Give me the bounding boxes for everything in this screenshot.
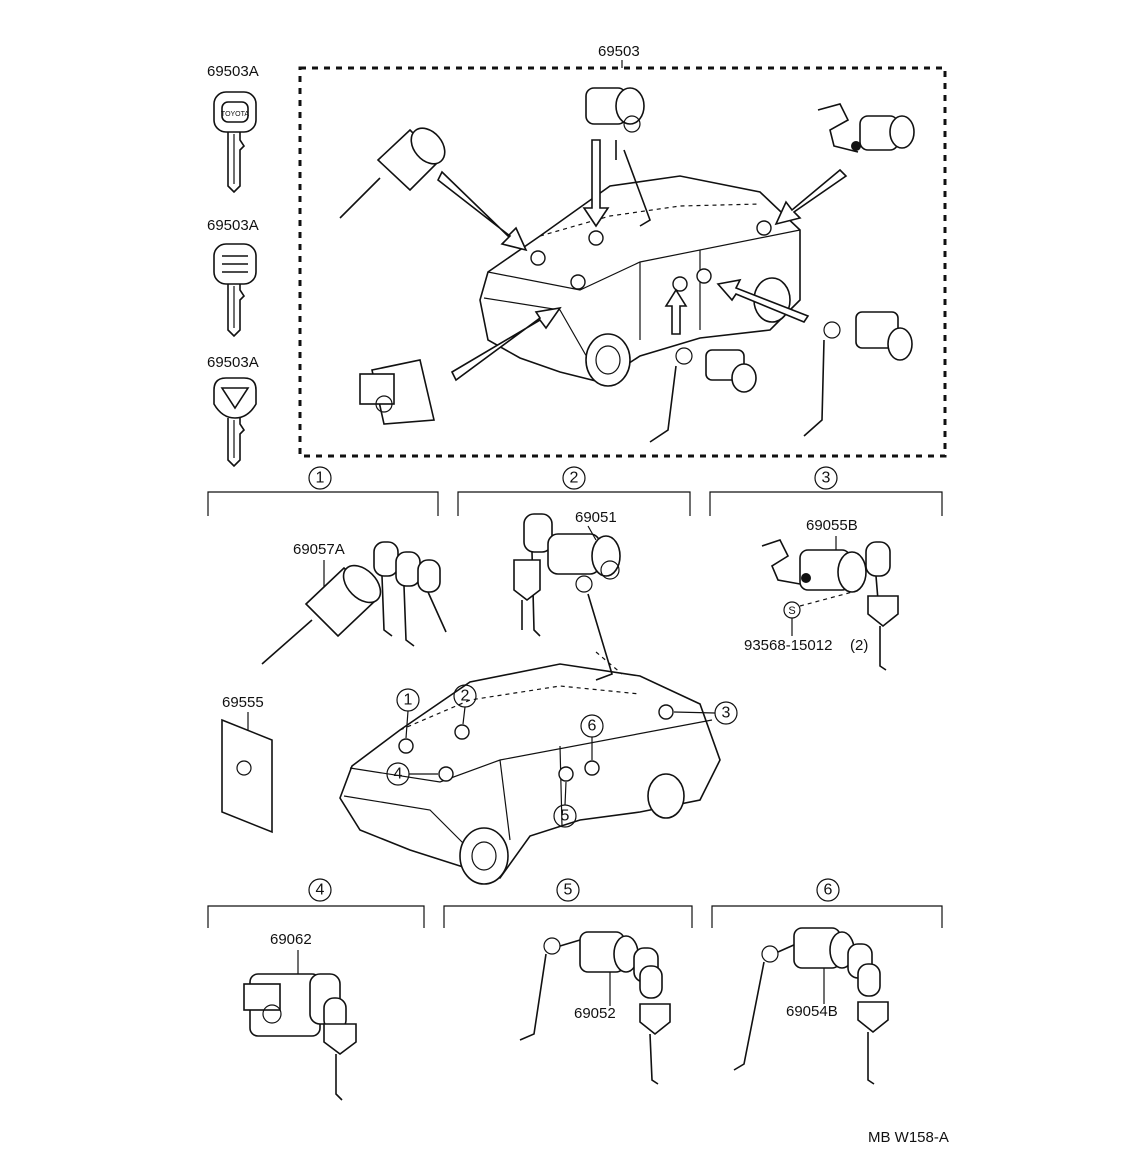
pointer-arrows-top bbox=[436, 139, 848, 382]
label-69054B: 69054B bbox=[786, 1003, 838, 1020]
label-screw: 93568-15012 bbox=[744, 637, 832, 654]
kit-label: 69503 bbox=[598, 43, 640, 60]
van-outline-bottom bbox=[339, 651, 721, 885]
section-marker-4: 4 bbox=[207, 878, 425, 928]
van-outline-top bbox=[479, 175, 801, 387]
label-69052: 69052 bbox=[574, 1005, 616, 1022]
ignition-cylinder-sketch-top bbox=[339, 127, 446, 219]
section-marker-5: 5 bbox=[443, 878, 693, 928]
svg-text:4: 4 bbox=[316, 882, 325, 899]
svg-text:1: 1 bbox=[316, 470, 325, 487]
back-door-cylinder-sketch-top bbox=[817, 103, 915, 153]
label-screw-qty: (2) bbox=[850, 637, 868, 654]
label-69051: 69051 bbox=[575, 509, 617, 526]
kit-box bbox=[298, 66, 947, 458]
slide-door-cylinder-sketch-top-rh bbox=[803, 311, 913, 437]
key-plate-icon bbox=[221, 712, 273, 834]
section-marker-6: 6 bbox=[711, 878, 943, 928]
figure-code: MB W158-A bbox=[868, 1129, 949, 1146]
glove-lock-sketch-top bbox=[359, 359, 435, 425]
svg-text:6: 6 bbox=[588, 718, 597, 735]
label-69555: 69555 bbox=[222, 694, 264, 711]
svg-text:2: 2 bbox=[570, 470, 579, 487]
svg-text:2: 2 bbox=[461, 688, 470, 705]
label-69057A: 69057A bbox=[293, 541, 345, 558]
key-2-icon bbox=[213, 243, 257, 338]
door-cylinder-sketch-top bbox=[585, 87, 651, 227]
label-69062: 69062 bbox=[270, 931, 312, 948]
label-69055B: 69055B bbox=[806, 517, 858, 534]
key-brand-text: TOYOTA bbox=[221, 111, 249, 118]
key-label-2: 69503A bbox=[207, 217, 259, 234]
svg-text:6: 6 bbox=[824, 882, 833, 899]
back-door-cylinder-icon: S bbox=[761, 536, 899, 671]
key-1-icon: TOYOTA bbox=[213, 91, 257, 194]
key-3-icon bbox=[213, 377, 257, 468]
section-marker-2: 2 bbox=[457, 466, 691, 516]
svg-text:3: 3 bbox=[822, 470, 831, 487]
svg-text:4: 4 bbox=[394, 766, 403, 783]
svg-text:3: 3 bbox=[722, 705, 731, 722]
svg-text:5: 5 bbox=[564, 882, 573, 899]
glove-lock-icon bbox=[243, 950, 357, 1101]
ignition-cylinder-icon bbox=[261, 541, 447, 665]
svg-text:5: 5 bbox=[561, 808, 570, 825]
location-markers: 1 2 3 4 5 6 bbox=[386, 684, 738, 828]
slide-door-cylinder-lh-icon bbox=[519, 931, 671, 1085]
slide-door-cylinder-rh-icon bbox=[733, 927, 889, 1085]
key-label-3: 69503A bbox=[207, 354, 259, 371]
screw-symbol: S bbox=[788, 605, 795, 617]
svg-text:1: 1 bbox=[404, 692, 413, 709]
section-marker-3: 3 bbox=[709, 466, 943, 516]
door-cylinder-icon bbox=[513, 513, 621, 681]
key-label-1: 69503A bbox=[207, 63, 259, 80]
section-marker-1: 1 bbox=[207, 466, 439, 516]
slide-door-cylinder-sketch-top-lh bbox=[649, 347, 757, 443]
